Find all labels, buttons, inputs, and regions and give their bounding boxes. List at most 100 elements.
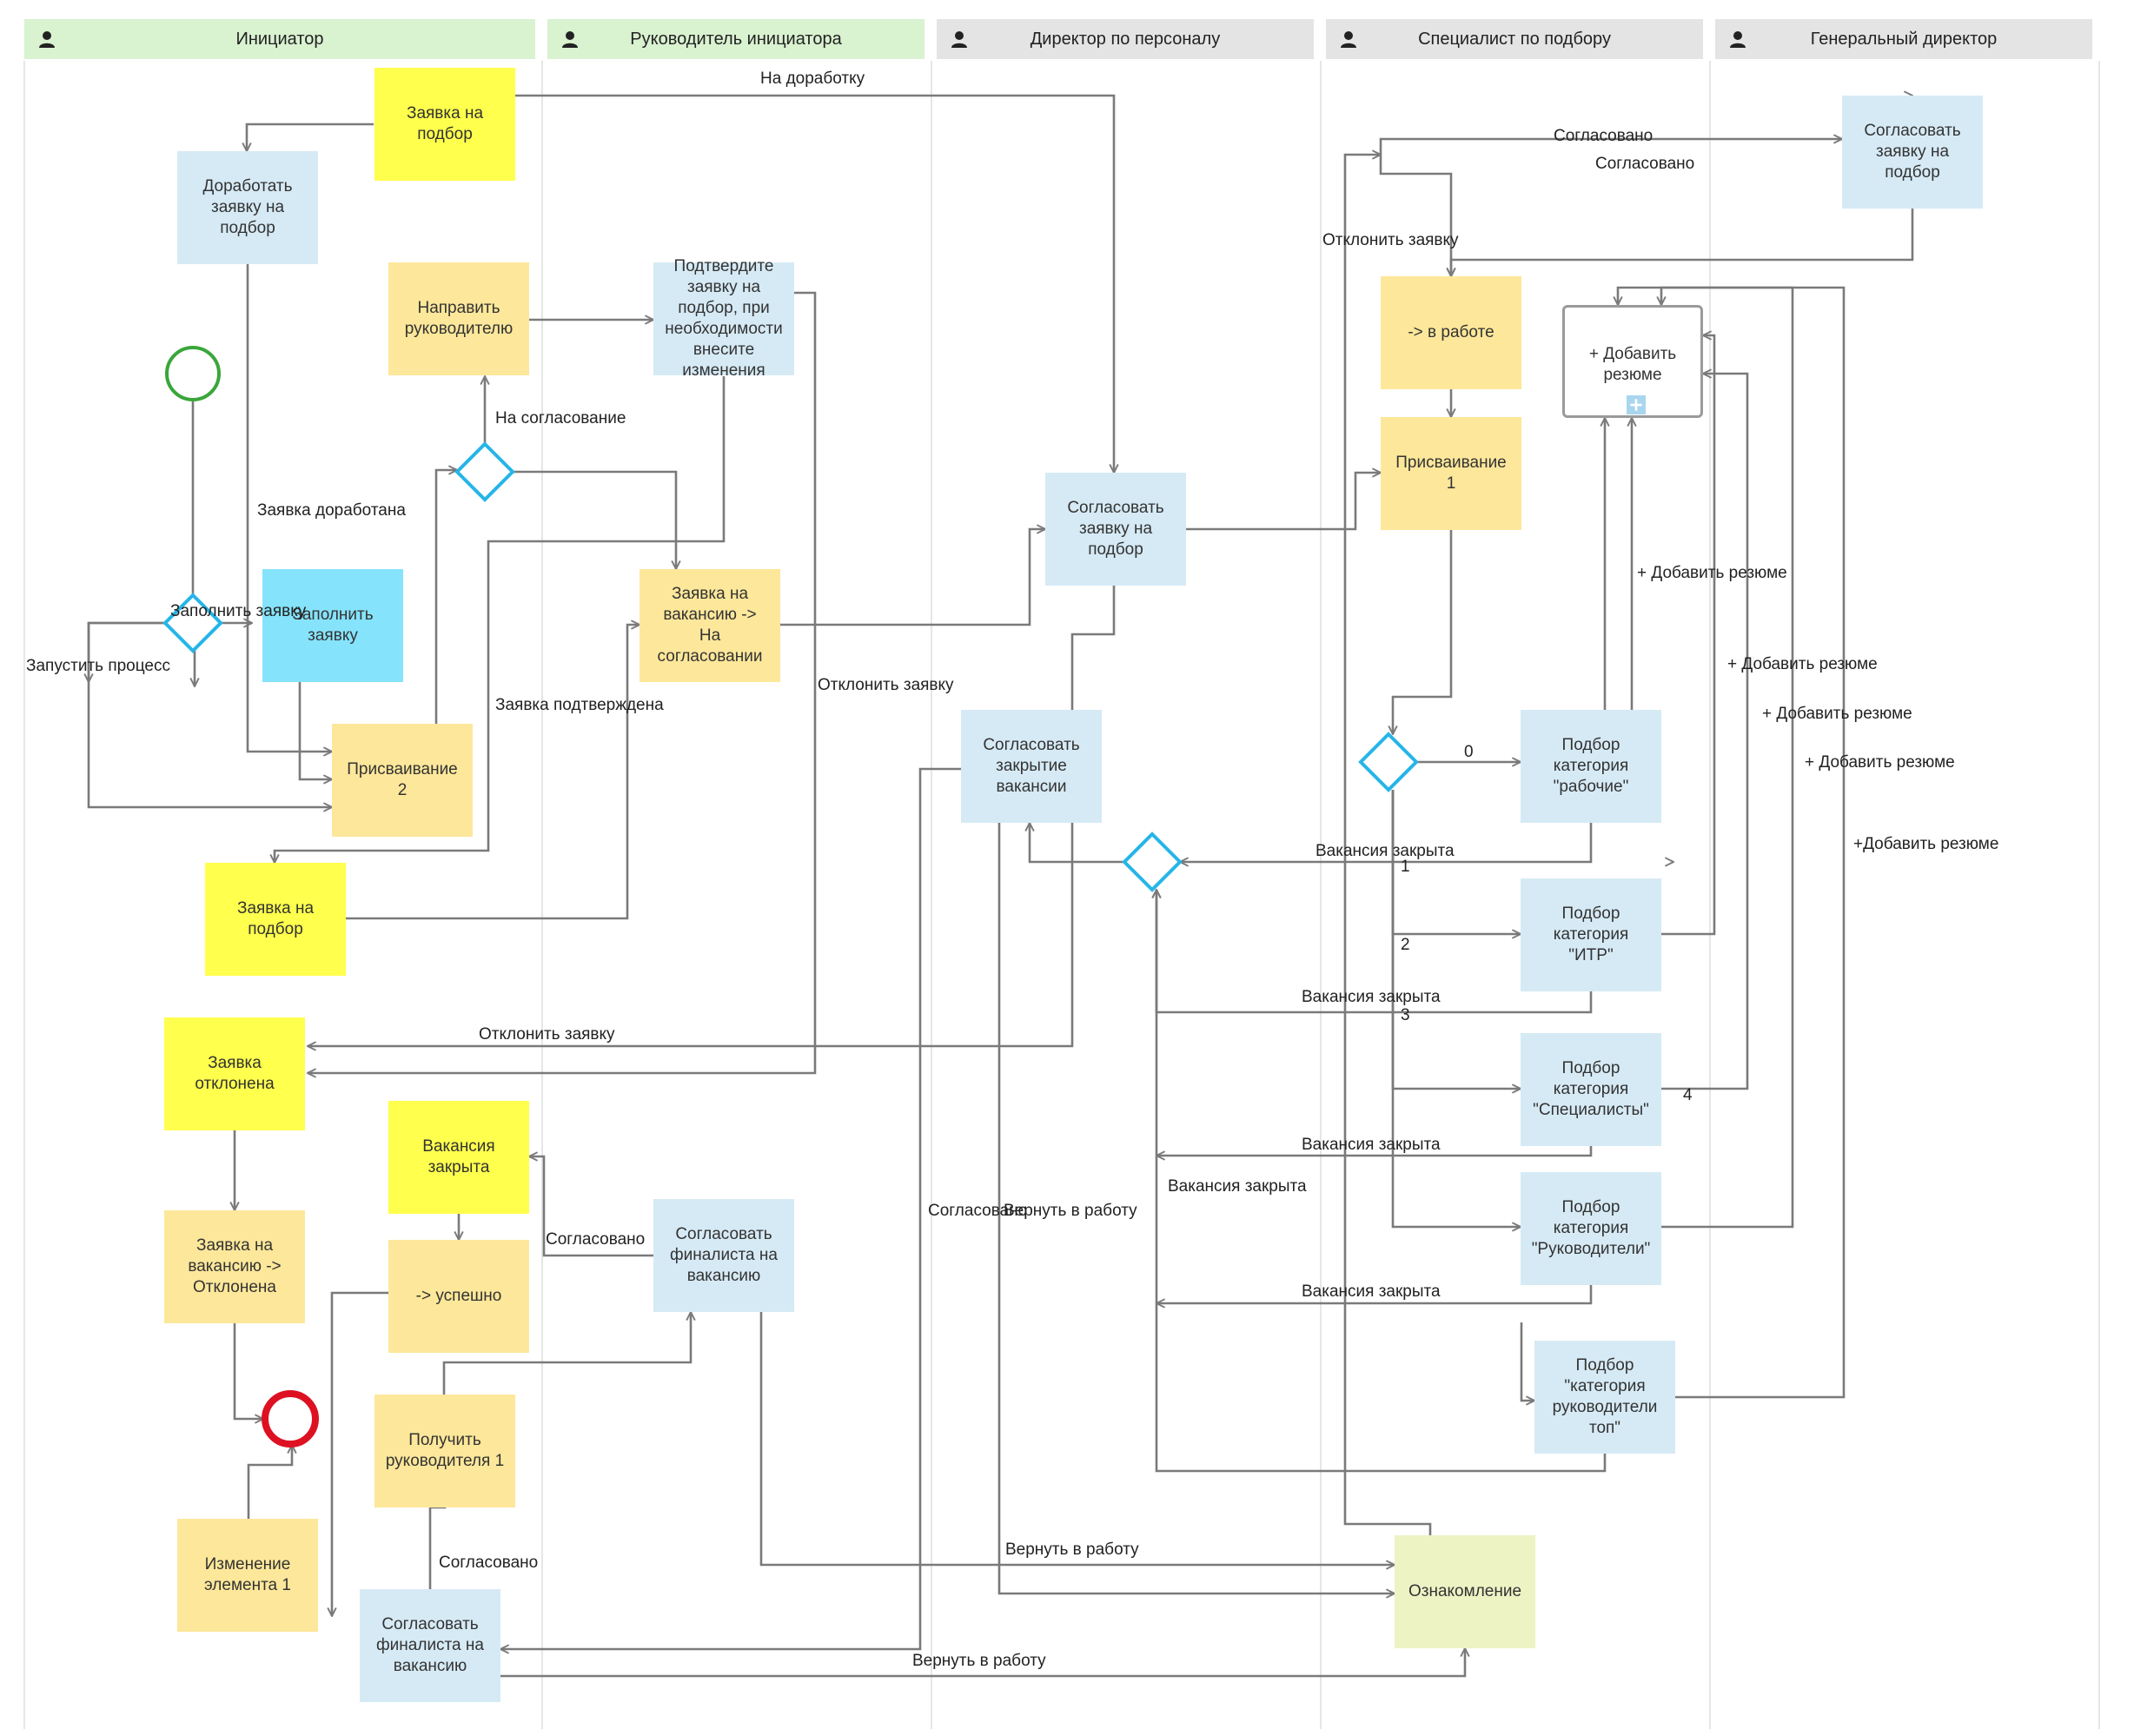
lane-header-ceo[interactable]: Генеральный директор <box>1715 19 2092 59</box>
flow-label: Отклонить заявку <box>1322 231 1459 249</box>
task-approve-vacancy-close[interactable]: Согласовать закрытие вакансии <box>961 710 1102 823</box>
sequence-flow[interactable] <box>1618 286 1846 1399</box>
sequence-flow[interactable] <box>500 767 961 1649</box>
lane-header-recruiter[interactable]: Специалист по подбору <box>1326 19 1703 59</box>
flow-label: Отклонить заявку <box>479 1025 615 1044</box>
sequence-flow[interactable] <box>275 376 726 863</box>
sequence-flow[interactable] <box>1379 139 1842 155</box>
sequence-flow[interactable] <box>247 123 374 151</box>
task-request[interactable]: Заявка на подбор <box>374 68 515 181</box>
sequence-flow[interactable] <box>1156 1285 1593 1303</box>
sequence-flow[interactable] <box>1030 823 1124 864</box>
flow-label: Вакансия закрыта <box>1302 988 1441 1006</box>
sequence-flow[interactable] <box>1661 374 1749 1090</box>
task-select-managers[interactable]: Подбор категория "Руководители" <box>1521 1172 1661 1285</box>
sequence-flow[interactable] <box>1393 530 1453 734</box>
sequence-flow[interactable] <box>997 823 1395 1594</box>
start-event[interactable] <box>165 346 221 401</box>
sequence-flow[interactable] <box>1520 1322 1534 1401</box>
lane-title: Руководитель инициатора <box>630 29 842 49</box>
flow-label: 1 <box>1401 858 1410 876</box>
task-assignment-2[interactable]: Присваивание 2 <box>332 724 473 837</box>
task-vacancy-on-approval[interactable]: Заявка на вакансию -> На согласовании <box>640 569 780 682</box>
task-confirm-request[interactable]: Подтвердите заявку на подбор, при необхо… <box>653 257 794 380</box>
sequence-flow[interactable] <box>1343 155 1432 1535</box>
sequence-flow[interactable] <box>1661 335 1716 936</box>
flow-label: Отклонить заявку <box>818 676 954 694</box>
sequence-flow[interactable] <box>529 1156 653 1257</box>
sequence-flow[interactable] <box>434 470 457 724</box>
gateway[interactable] <box>1122 832 1183 892</box>
sequence-flow[interactable] <box>500 1648 1465 1678</box>
task-approve-request-hr[interactable]: Согласовать заявку на подбор <box>1045 473 1186 586</box>
flow-label: Вернуть в работу <box>1004 1202 1137 1220</box>
sequence-flow[interactable] <box>1391 790 1521 1089</box>
lane-title: Специалист по подбору <box>1418 29 1611 49</box>
task-approve-request-ceo[interactable]: Согласовать заявку на подбор <box>1842 96 1983 209</box>
sequence-flow[interactable] <box>308 291 817 1073</box>
end-event[interactable] <box>262 1390 319 1448</box>
sequence-flow[interactable] <box>332 1291 388 1616</box>
task-fill-request[interactable]: Заполнить заявку <box>262 569 403 682</box>
task-send-to-manager[interactable]: Направить руководителю <box>388 262 529 375</box>
task-assignment-1[interactable]: Присваивание 1 <box>1381 417 1521 530</box>
flow-label: 2 <box>1401 936 1410 954</box>
task-familiarization[interactable]: Ознакомление <box>1395 1535 1535 1648</box>
sequence-flow[interactable] <box>1379 155 1451 276</box>
lane-header-hr-director[interactable]: Директор по персоналу <box>937 19 1314 59</box>
flow-label: Вакансия закрыта <box>1302 1136 1441 1154</box>
sequence-flow[interactable] <box>1156 890 1607 1473</box>
task-change-element-1[interactable]: Изменение элемента 1 <box>177 1519 318 1632</box>
flow-label: Вернуть в работу <box>1005 1541 1139 1559</box>
task-in-progress[interactable]: -> в работе <box>1381 276 1521 389</box>
sequence-flow[interactable] <box>298 682 332 779</box>
person-icon <box>1341 31 1356 48</box>
task-select-itr[interactable]: Подбор категория "ИТР" <box>1521 878 1661 991</box>
task-select-specialists[interactable]: Подбор категория "Специалисты" <box>1521 1033 1661 1146</box>
task-request-2[interactable]: Заявка на подбор <box>205 863 346 976</box>
gateway[interactable] <box>454 441 515 502</box>
flow-label: Заполнить заявку <box>170 602 307 620</box>
sequence-flow[interactable] <box>513 470 676 569</box>
sequence-flow[interactable] <box>759 1312 1395 1565</box>
sequence-flow[interactable] <box>89 621 165 682</box>
task-request-rejected[interactable]: Заявка отклонена <box>164 1017 305 1130</box>
sequence-flow[interactable] <box>1186 473 1381 531</box>
sequence-flow[interactable] <box>1156 1146 1593 1156</box>
task-success[interactable]: -> успешно <box>388 1240 529 1353</box>
flow-label: На согласование <box>495 409 626 427</box>
task-approve-finalist[interactable]: Согласовать финалиста на вакансию <box>653 1199 794 1312</box>
task-revise-request[interactable]: Доработать заявку на подбор <box>177 151 318 264</box>
sequence-flow[interactable] <box>346 625 640 920</box>
person-icon <box>1730 31 1746 48</box>
flow-label: Вакансия закрыта <box>1316 842 1455 860</box>
sequence-flow[interactable] <box>1391 790 1521 1227</box>
lane-title: Директор по персоналу <box>1030 29 1221 49</box>
task-approve-finalist-2[interactable]: Согласовать финалиста на вакансию <box>360 1589 500 1702</box>
gateway[interactable] <box>162 593 223 653</box>
sequence-flow[interactable] <box>308 586 1116 1046</box>
subprocess-label: + Добавить резюме <box>1588 345 1677 384</box>
lane-title: Инициатор <box>235 29 324 49</box>
sequence-flow[interactable] <box>442 1312 691 1395</box>
lane-header-manager[interactable]: Руководитель инициатора <box>547 19 925 59</box>
task-select-workers[interactable]: Подбор категория "рабочие" <box>1521 710 1661 823</box>
sequence-flow[interactable] <box>247 1445 292 1519</box>
sequence-flow[interactable] <box>233 1323 263 1419</box>
subprocess-add-resume[interactable]: + Добавить резюме <box>1562 305 1703 418</box>
sequence-flow[interactable] <box>246 264 332 752</box>
flow-label: 3 <box>1401 1006 1410 1024</box>
sequence-flow[interactable] <box>1661 286 1794 1229</box>
plus-icon <box>1627 395 1646 414</box>
sequence-flow[interactable] <box>514 94 1114 473</box>
sequence-flow[interactable] <box>780 529 1045 626</box>
task-get-manager-1[interactable]: Получить руководителя 1 <box>374 1395 515 1507</box>
lane-header-initiator[interactable]: Инициатор <box>24 19 535 59</box>
sequence-flow[interactable] <box>1180 823 1593 862</box>
connectors <box>89 94 1914 1678</box>
gateway[interactable] <box>1358 732 1419 792</box>
sequence-flow[interactable] <box>1451 209 1914 276</box>
task-vacancy-closed[interactable]: Вакансия закрыта <box>388 1101 529 1214</box>
task-select-top-managers[interactable]: Подбор "категория руководители топ" <box>1534 1341 1675 1454</box>
task-vacancy-rejected[interactable]: Заявка на вакансию -> Отклонена <box>164 1210 305 1323</box>
